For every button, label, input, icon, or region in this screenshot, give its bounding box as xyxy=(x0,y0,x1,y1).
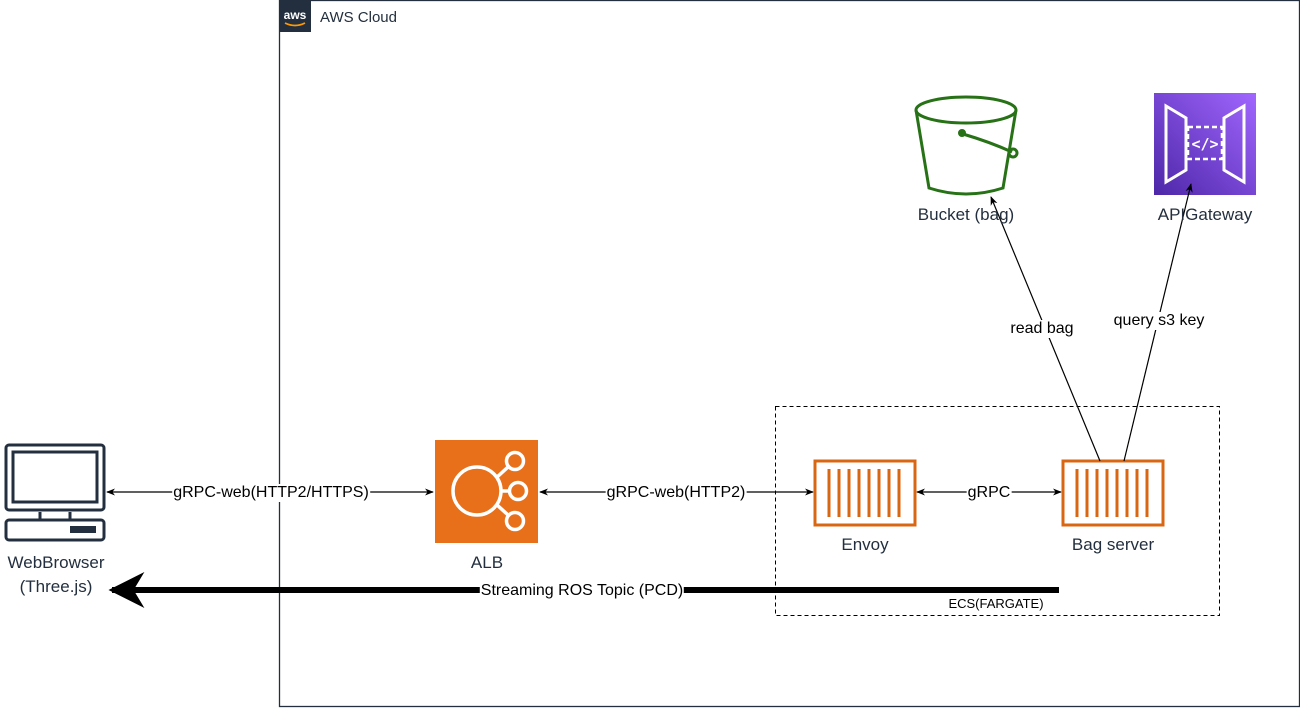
s3-bucket-icon xyxy=(914,95,1019,196)
api-gateway-label: APIGateway xyxy=(1157,205,1253,224)
aws-cloud-label: AWS Cloud xyxy=(320,9,397,26)
browser-label-line1: WebBrowser xyxy=(7,553,105,572)
edge-label-browser-alb: gRPC-web(HTTP2/HTTPS) xyxy=(172,484,370,502)
svg-text:aws: aws xyxy=(284,8,307,22)
alb-icon xyxy=(435,440,538,543)
alb-label: ALB xyxy=(470,553,504,572)
svg-text:</>: </> xyxy=(1191,135,1218,153)
computer-icon xyxy=(4,443,106,542)
edge-label-query-s3-key: query s3 key xyxy=(1112,312,1206,330)
browser-label-line2: (Three.js) xyxy=(19,577,93,596)
api-gateway-icon: </> xyxy=(1154,93,1256,195)
bucket-label: Bucket (bag) xyxy=(917,205,1015,224)
edge-label-read-bag: read bag xyxy=(1009,320,1075,338)
aws-logo-icon: aws xyxy=(279,0,311,32)
edge-label-envoy-bag: gRPC xyxy=(966,484,1012,502)
ecs-fargate-label: ECS(FARGATE) xyxy=(948,596,1044,611)
bag-server-label: Bag server xyxy=(1071,535,1155,554)
edge-label-streaming: Streaming ROS Topic (PCD) xyxy=(479,582,685,600)
envoy-label: Envoy xyxy=(841,535,889,554)
edge-label-alb-envoy: gRPC-web(HTTP2) xyxy=(605,484,747,502)
bag-server-container-icon xyxy=(1061,459,1165,527)
aws-cloud-group xyxy=(278,0,1300,708)
envoy-container-icon xyxy=(813,459,917,527)
ecs-cluster-group xyxy=(775,406,1220,616)
